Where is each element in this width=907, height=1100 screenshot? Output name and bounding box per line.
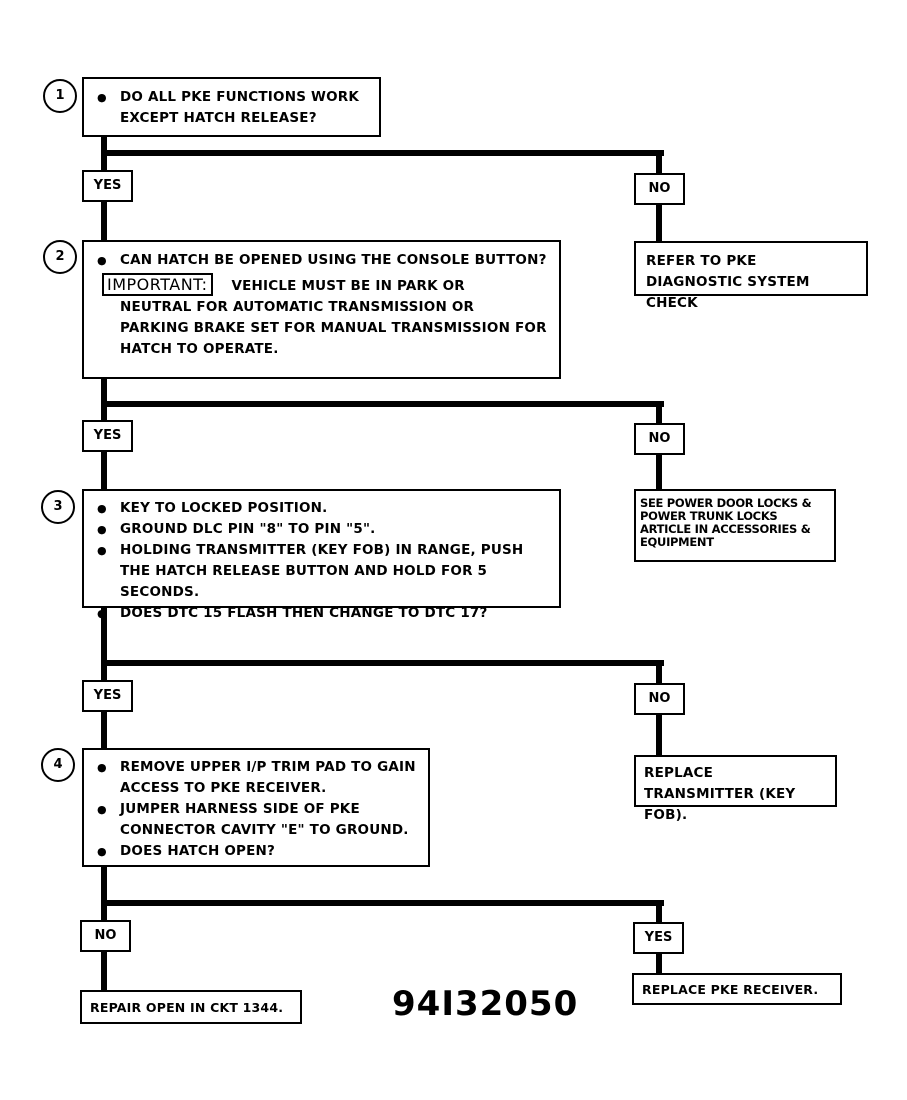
- step-2-question-box: CAN HATCH BE OPENED USING THE CONSOLE BU…: [82, 240, 561, 379]
- branch-label-no: NO: [634, 173, 685, 205]
- step-4-bullet: REMOVE UPPER I/P TRIM PAD TO GAIN ACCESS…: [90, 757, 422, 799]
- outcome-pke-diagnostic-check: REFER TO PKE DIAGNOSTIC SYSTEM CHECK: [634, 241, 868, 311]
- connector: [101, 606, 107, 748]
- step-3-question-box: KEY TO LOCKED POSITION. GROUND DLC PIN "…: [82, 489, 561, 624]
- important-label: IMPORTANT:: [102, 273, 213, 296]
- connector: [101, 150, 664, 156]
- outcome-replace-transmitter: REPLACE TRANSMITTER (KEY FOB).: [634, 755, 837, 823]
- branch-label-yes: YES: [82, 420, 133, 452]
- step-4-question-box: REMOVE UPPER I/P TRIM PAD TO GAIN ACCESS…: [82, 748, 430, 867]
- step-1-bullet: DO ALL PKE FUNCTIONS WORK EXCEPT HATCH R…: [90, 87, 373, 129]
- step-number-1: 1: [43, 79, 77, 113]
- step-3-bullet: GROUND DLC PIN "8" TO PIN "5".: [90, 519, 553, 540]
- step-4-bullet: JUMPER HARNESS SIDE OF PKE CONNECTOR CAV…: [90, 799, 422, 841]
- step-3-bullet: HOLDING TRANSMITTER (KEY FOB) IN RANGE, …: [90, 540, 553, 603]
- step-number-4: 4: [41, 748, 75, 782]
- document-number: 94I32050: [392, 984, 579, 1024]
- important-note-line: PARKING BRAKE SET FOR MANUAL TRANSMISSIO…: [120, 320, 547, 336]
- connector: [101, 660, 664, 666]
- step-number-2: 2: [43, 240, 77, 274]
- important-note: IMPORTANT: VEHICLE MUST BE IN PARK OR: [90, 273, 553, 297]
- step-3-bullet: KEY TO LOCKED POSITION.: [90, 498, 553, 519]
- step-2-bullet: CAN HATCH BE OPENED USING THE CONSOLE BU…: [90, 250, 553, 271]
- outcome-replace-pke-receiver: REPLACE PKE RECEIVER.: [632, 973, 842, 1005]
- connector: [101, 900, 664, 906]
- step-1-question-box: DO ALL PKE FUNCTIONS WORK EXCEPT HATCH R…: [82, 77, 381, 137]
- branch-label-yes: YES: [82, 680, 133, 712]
- important-note-text: VEHICLE MUST BE IN PARK OR: [231, 278, 465, 294]
- branch-label-yes: YES: [82, 170, 133, 202]
- outcome-power-door-locks: SEE POWER DOOR LOCKS & POWER TRUNK LOCKS…: [634, 489, 836, 562]
- branch-label-no: NO: [80, 920, 131, 952]
- branch-label-no: NO: [634, 423, 685, 455]
- step-4-bullet: DOES HATCH OPEN?: [90, 841, 422, 862]
- branch-label-yes: YES: [633, 922, 684, 954]
- branch-label-no: NO: [634, 683, 685, 715]
- connector: [101, 401, 664, 407]
- important-note-line: HATCH TO OPERATE.: [120, 341, 279, 357]
- step-3-bullet: DOES DTC 15 FLASH THEN CHANGE TO DTC 17?: [90, 603, 553, 624]
- step-number-3: 3: [41, 490, 75, 524]
- important-note-line: NEUTRAL FOR AUTOMATIC TRANSMISSION OR: [120, 299, 475, 315]
- outcome-repair-open-ckt: REPAIR OPEN IN CKT 1344.: [80, 990, 302, 1024]
